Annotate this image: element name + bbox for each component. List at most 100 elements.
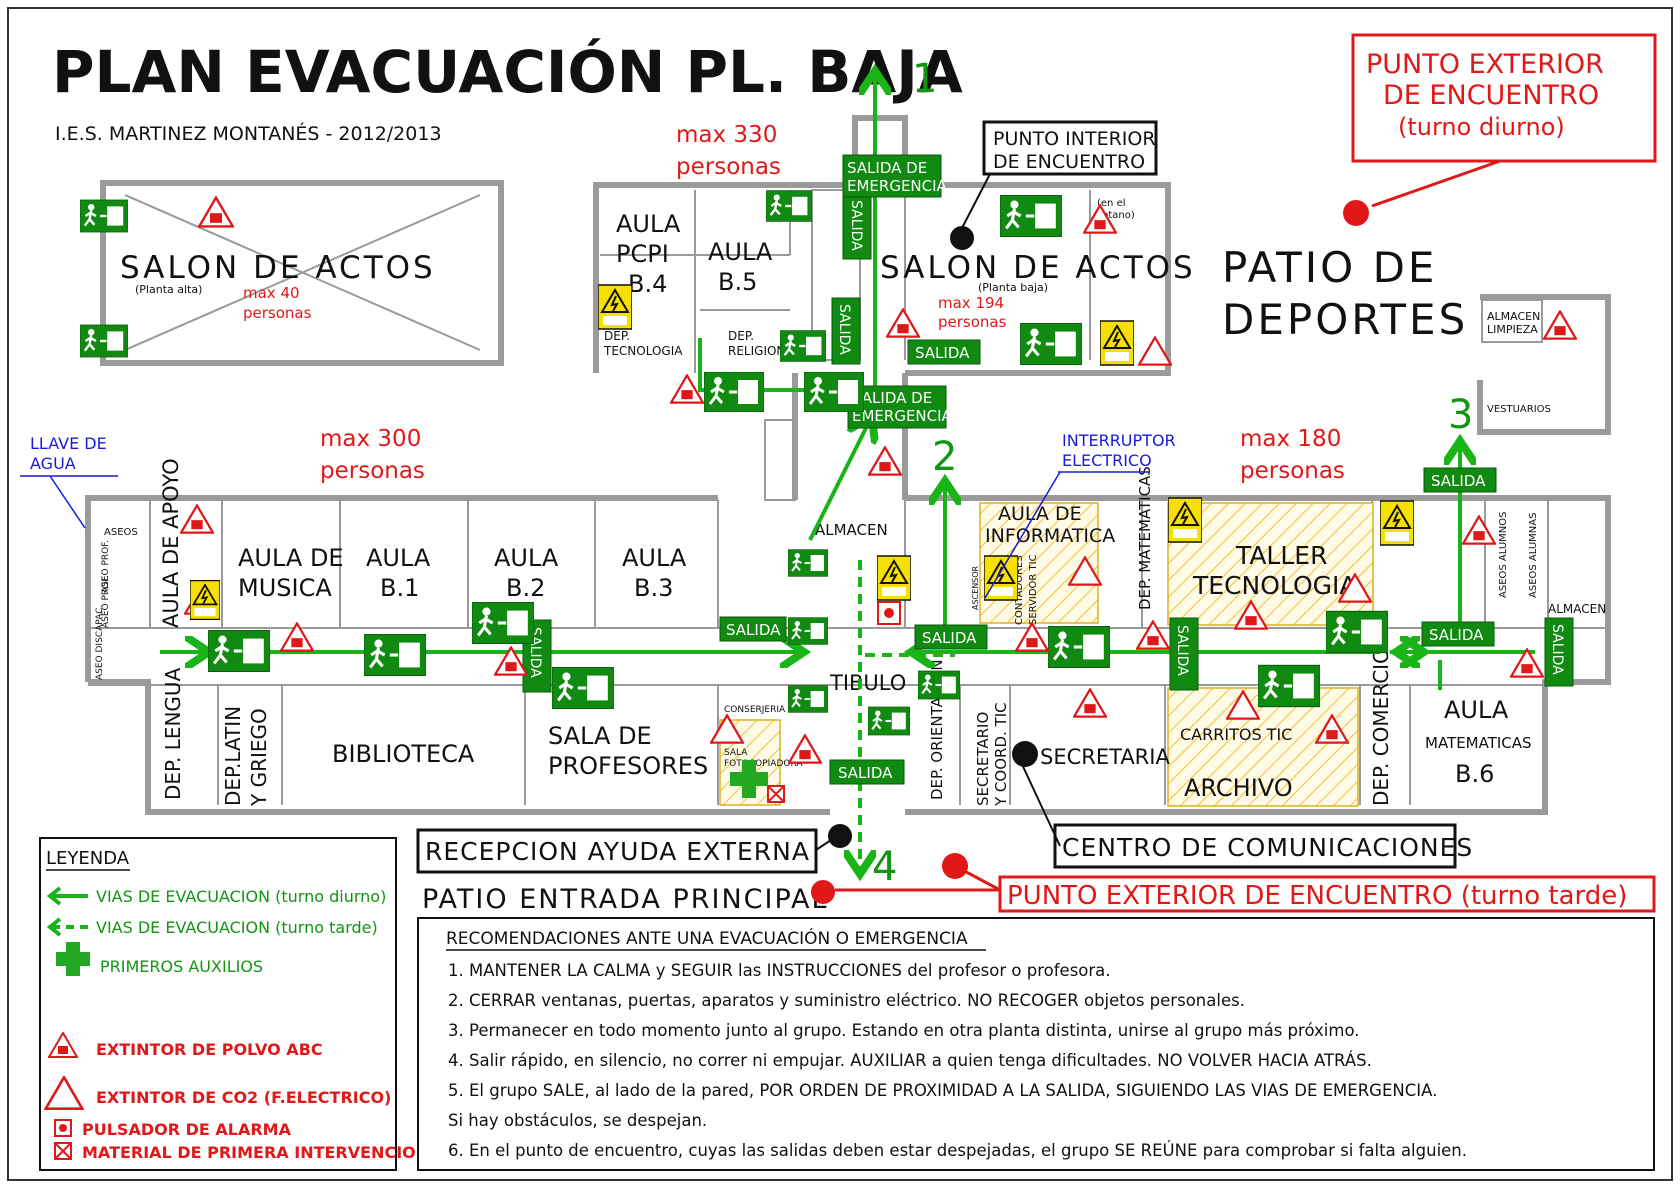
punto-interior: PUNTO INTERIOR DE ENCUENTRO [950, 120, 1158, 250]
almacen-limpieza-label-1: ALMACEN [1487, 310, 1540, 323]
sala-foto-label-2: FOTOCOPIADORA [724, 759, 803, 769]
capacity-left: max 300 [320, 426, 421, 452]
recommendation-line: Si hay obstáculos, se despejan. [448, 1111, 707, 1130]
recommendations-box: RECOMENDACIONES ANTE UNA EVACUACIÓN O EM… [417, 917, 1655, 1171]
llave-agua-line2: AGUA [30, 454, 76, 473]
salida-sign-exit3: SALIDA [1431, 472, 1486, 490]
salida-emergencia-sign-top-1: SALIDA DE [847, 159, 927, 177]
dep-latin-label-1: DEP.LATIN [221, 706, 245, 806]
punto-exterior-diurno-line1: PUNTO EXTERIOR [1366, 49, 1604, 80]
legend-item-diurno: VIAS DE EVACUACION (turno diurno) [96, 887, 386, 906]
exit-number-3: 3 [1448, 392, 1473, 438]
exit-number-4: 4 [872, 844, 897, 890]
recommendation-line: 2. CERRAR ventanas, puertas, aparatos y … [448, 991, 1245, 1010]
salida-sign-taller: SALIDA [1174, 625, 1190, 676]
interruptor-line1: INTERRUPTOR [1062, 431, 1176, 450]
salida-sign-far-right: SALIDA [1549, 624, 1565, 675]
recommendation-line: 4. Salir rápido, en silencio, no correr … [448, 1051, 1372, 1070]
running-man-exit-icon [788, 550, 828, 577]
evacuation-routes [160, 75, 1535, 870]
salida-sign-vertical-upper: SALIDA [836, 304, 852, 355]
dep-tecnologia-label-2: TECNOLOGIA [603, 344, 683, 358]
dep-comercio-label: DEP. COMERCIO [1369, 648, 1393, 806]
fire-extinguisher-icon [180, 504, 214, 534]
first-aid-cross-icon [730, 760, 768, 798]
salon-alta-note: (Planta alta) [135, 283, 202, 296]
first-intervention-icon [767, 785, 785, 803]
punto-interior-line2: DE ENCUENTRO [993, 151, 1145, 173]
patio-deportes-label-1: PATIO DE [1222, 243, 1437, 292]
interruptor-line2: ELECTRICO [1062, 451, 1152, 470]
dep-religion-label-2: RELIGION [728, 344, 785, 358]
salida-emergencia-sign-top-2: EMERGENCIA [847, 177, 948, 195]
punto-exterior-diurno: PUNTO EXTERIOR DE ENCUENTRO (turno diurn… [1343, 33, 1657, 226]
fire-extinguisher-icon [886, 308, 920, 338]
salon-alta-label: SALON DE ACTOS [120, 250, 436, 286]
aseo-discapac-label: ASEO DISCAPAC. [95, 605, 105, 680]
llave-agua-line1: LLAVE DE [30, 434, 107, 453]
aula-musica-label-2: MUSICA [238, 574, 332, 602]
electric-hazard-icon [984, 555, 1018, 601]
running-man-exit-icon [1326, 610, 1388, 654]
taller-label-1: TALLER [1235, 541, 1327, 570]
punto-exterior-tarde: PUNTO EXTERIOR DE ENCUENTRO (turno tarde… [998, 875, 1656, 913]
fire-extinguisher-icon [198, 196, 234, 228]
sala-prof-label-2: PROFESORES [548, 752, 708, 780]
dep-religion-label-1: DEP. [728, 329, 754, 343]
legend-item-polvo: EXTINTOR DE POLVO ABC [96, 1040, 323, 1059]
exit-number-2: 2 [932, 434, 957, 480]
salon-baja-capacity: max 194 [938, 294, 1004, 312]
conserjeria-label: CONSERJERIA [724, 705, 786, 715]
aula-b2-label-1: AULA [494, 544, 559, 572]
page-title: PLAN EVACUACIÓN PL. BAJA [52, 37, 963, 106]
aula-musica-label-1: AULA DE [238, 544, 344, 572]
electric-hazard-icon [190, 580, 220, 620]
electric-hazard-icon [598, 284, 632, 330]
aula-b5-label-1: AULA [708, 238, 773, 266]
patio-deportes-label-2: DEPORTES [1222, 295, 1468, 344]
ascensor-label: ASCENSOR [971, 565, 980, 610]
capacity-upper-unit: personas [676, 154, 781, 180]
aula-b2-label-2: B.2 [506, 574, 545, 602]
salida-sign-right: SALIDA [1429, 626, 1484, 644]
running-man-exit-icon [788, 618, 828, 645]
almacen-dcha-label: ALMACEN [1548, 602, 1606, 616]
dep-matematicas-label: DEP. MATEMATICAS [1136, 466, 1154, 610]
aula-informatica-label-1: AULA DE [998, 503, 1082, 525]
biblioteca-label: BIBLIOTECA [332, 740, 475, 768]
aula-b3-label-2: B.3 [634, 574, 673, 602]
legend-item-co2: EXTINTOR DE CO2 (F.ELECTRICO) [96, 1088, 391, 1107]
running-man-exit-icon [364, 634, 426, 676]
legend-item-pulsador: PULSADOR DE ALARMA [82, 1120, 292, 1139]
archivo-label: ARCHIVO [1184, 774, 1293, 802]
patio-entrada-label: PATIO ENTRADA PRINCIPAL [422, 884, 829, 915]
running-man-exit-icon [766, 188, 812, 224]
running-man-exit-icon [918, 671, 960, 699]
fire-extinguisher-icon [1073, 688, 1107, 718]
salida-sign-left: SALIDA [726, 621, 781, 639]
dep-latin-label-2: Y GRIEGO [247, 708, 271, 807]
capacity-right: max 180 [1240, 426, 1341, 452]
running-man-exit-icon [788, 686, 828, 713]
almacen-centro-label: ALMACEN [815, 521, 888, 539]
alarm-button-icon [877, 601, 901, 625]
salida-sign-salon: SALIDA [915, 344, 970, 362]
running-man-exit-icon [804, 372, 864, 412]
running-man-exit-icon [1000, 195, 1062, 237]
fire-extinguisher-icon [1543, 310, 1577, 340]
aseos-alumnas-label: ASEOS ALUMNAS [1528, 513, 1539, 598]
sotano-note-1: (en el [1097, 198, 1126, 209]
dep-lengua-label: DEP. LENGUA [161, 667, 185, 800]
salida-emergencia-sign-mid-1: SALIDA DE [852, 389, 932, 407]
aula-pcpi-label-3: B.4 [628, 270, 667, 298]
vestuarios-block [1477, 294, 1611, 435]
sala-foto-label-1: SALA [724, 748, 748, 758]
capacity-upper: max 330 [676, 122, 777, 148]
archivo-hatch [1167, 687, 1359, 807]
secretario-label-2: Y COORD. TIC [992, 702, 1010, 807]
aula-b1-label-1: AULA [366, 544, 431, 572]
punto-exterior-diurno-line3: (turno diurno) [1398, 113, 1565, 141]
running-man-exit-icon [780, 328, 826, 364]
salon-baja-note: (Planta baja) [978, 281, 1048, 294]
taller-hatch [1167, 502, 1374, 626]
